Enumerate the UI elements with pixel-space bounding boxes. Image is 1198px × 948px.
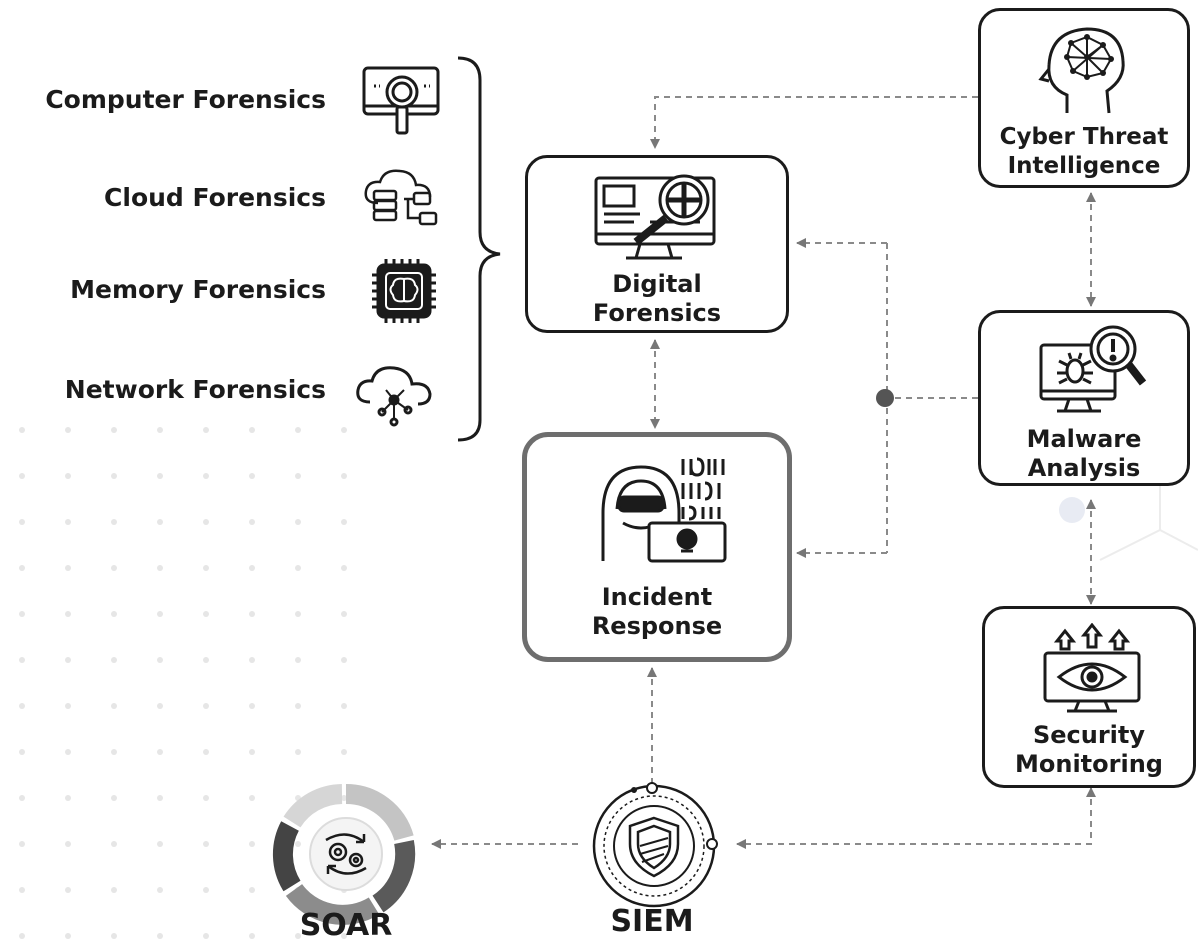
gears-cycle-icon bbox=[272, 783, 416, 925]
junction-dot bbox=[876, 389, 894, 407]
bug-monitor-icon bbox=[1035, 321, 1147, 417]
incident-response-line1: Incident bbox=[601, 583, 713, 611]
brain-head-icon bbox=[1037, 21, 1137, 117]
cyber-threat-intelligence-node: Cyber Threat Intelligence bbox=[978, 8, 1190, 188]
shield-icon bbox=[628, 816, 680, 878]
malware-analysis-node: Malware Analysis bbox=[978, 310, 1190, 486]
monitoring-siem-connector bbox=[736, 787, 1096, 849]
eye-monitor-icon bbox=[1035, 622, 1149, 715]
cti-line1: Cyber Threat bbox=[999, 124, 1169, 150]
monitor-magnifier-icon bbox=[590, 172, 730, 264]
security-monitoring-node: Security Monitoring bbox=[982, 606, 1196, 788]
magnifier-monitor-icon bbox=[356, 62, 446, 136]
incident-response-line2: Response bbox=[591, 612, 723, 640]
cloud-forensics-label: Cloud Forensics bbox=[104, 183, 326, 212]
incident-response-node: Incident Response bbox=[522, 432, 792, 662]
forensics-bracket bbox=[457, 56, 501, 442]
soar-badge bbox=[268, 780, 424, 928]
memory-forensics-label: Memory Forensics bbox=[70, 275, 326, 304]
security-monitoring-line1: Security bbox=[1032, 721, 1146, 749]
cloud-database-icon bbox=[358, 163, 448, 237]
security-monitoring-line2: Monitoring bbox=[1015, 750, 1163, 778]
hacker-laptop-icon bbox=[583, 453, 733, 565]
cloud-network-icon bbox=[352, 358, 442, 432]
brain-chip-icon bbox=[358, 255, 448, 329]
siem-badge bbox=[576, 782, 736, 912]
malware-analysis-line1: Malware bbox=[1026, 425, 1142, 453]
computer-forensics-label: Computer Forensics bbox=[45, 85, 326, 114]
siem-label: SIEM bbox=[610, 904, 694, 939]
cti-line2: Intelligence bbox=[1007, 153, 1161, 179]
digital-forensics-line1: Digital bbox=[612, 270, 702, 298]
soar-label: SOAR bbox=[299, 908, 393, 943]
network-forensics-label: Network Forensics bbox=[64, 375, 326, 404]
digital-forensics-line2: Forensics bbox=[592, 299, 722, 327]
digital-forensics-node: Digital Forensics bbox=[525, 155, 789, 333]
cti-to-df-connector bbox=[650, 96, 978, 149]
malware-analysis-line2: Analysis bbox=[1027, 454, 1141, 482]
